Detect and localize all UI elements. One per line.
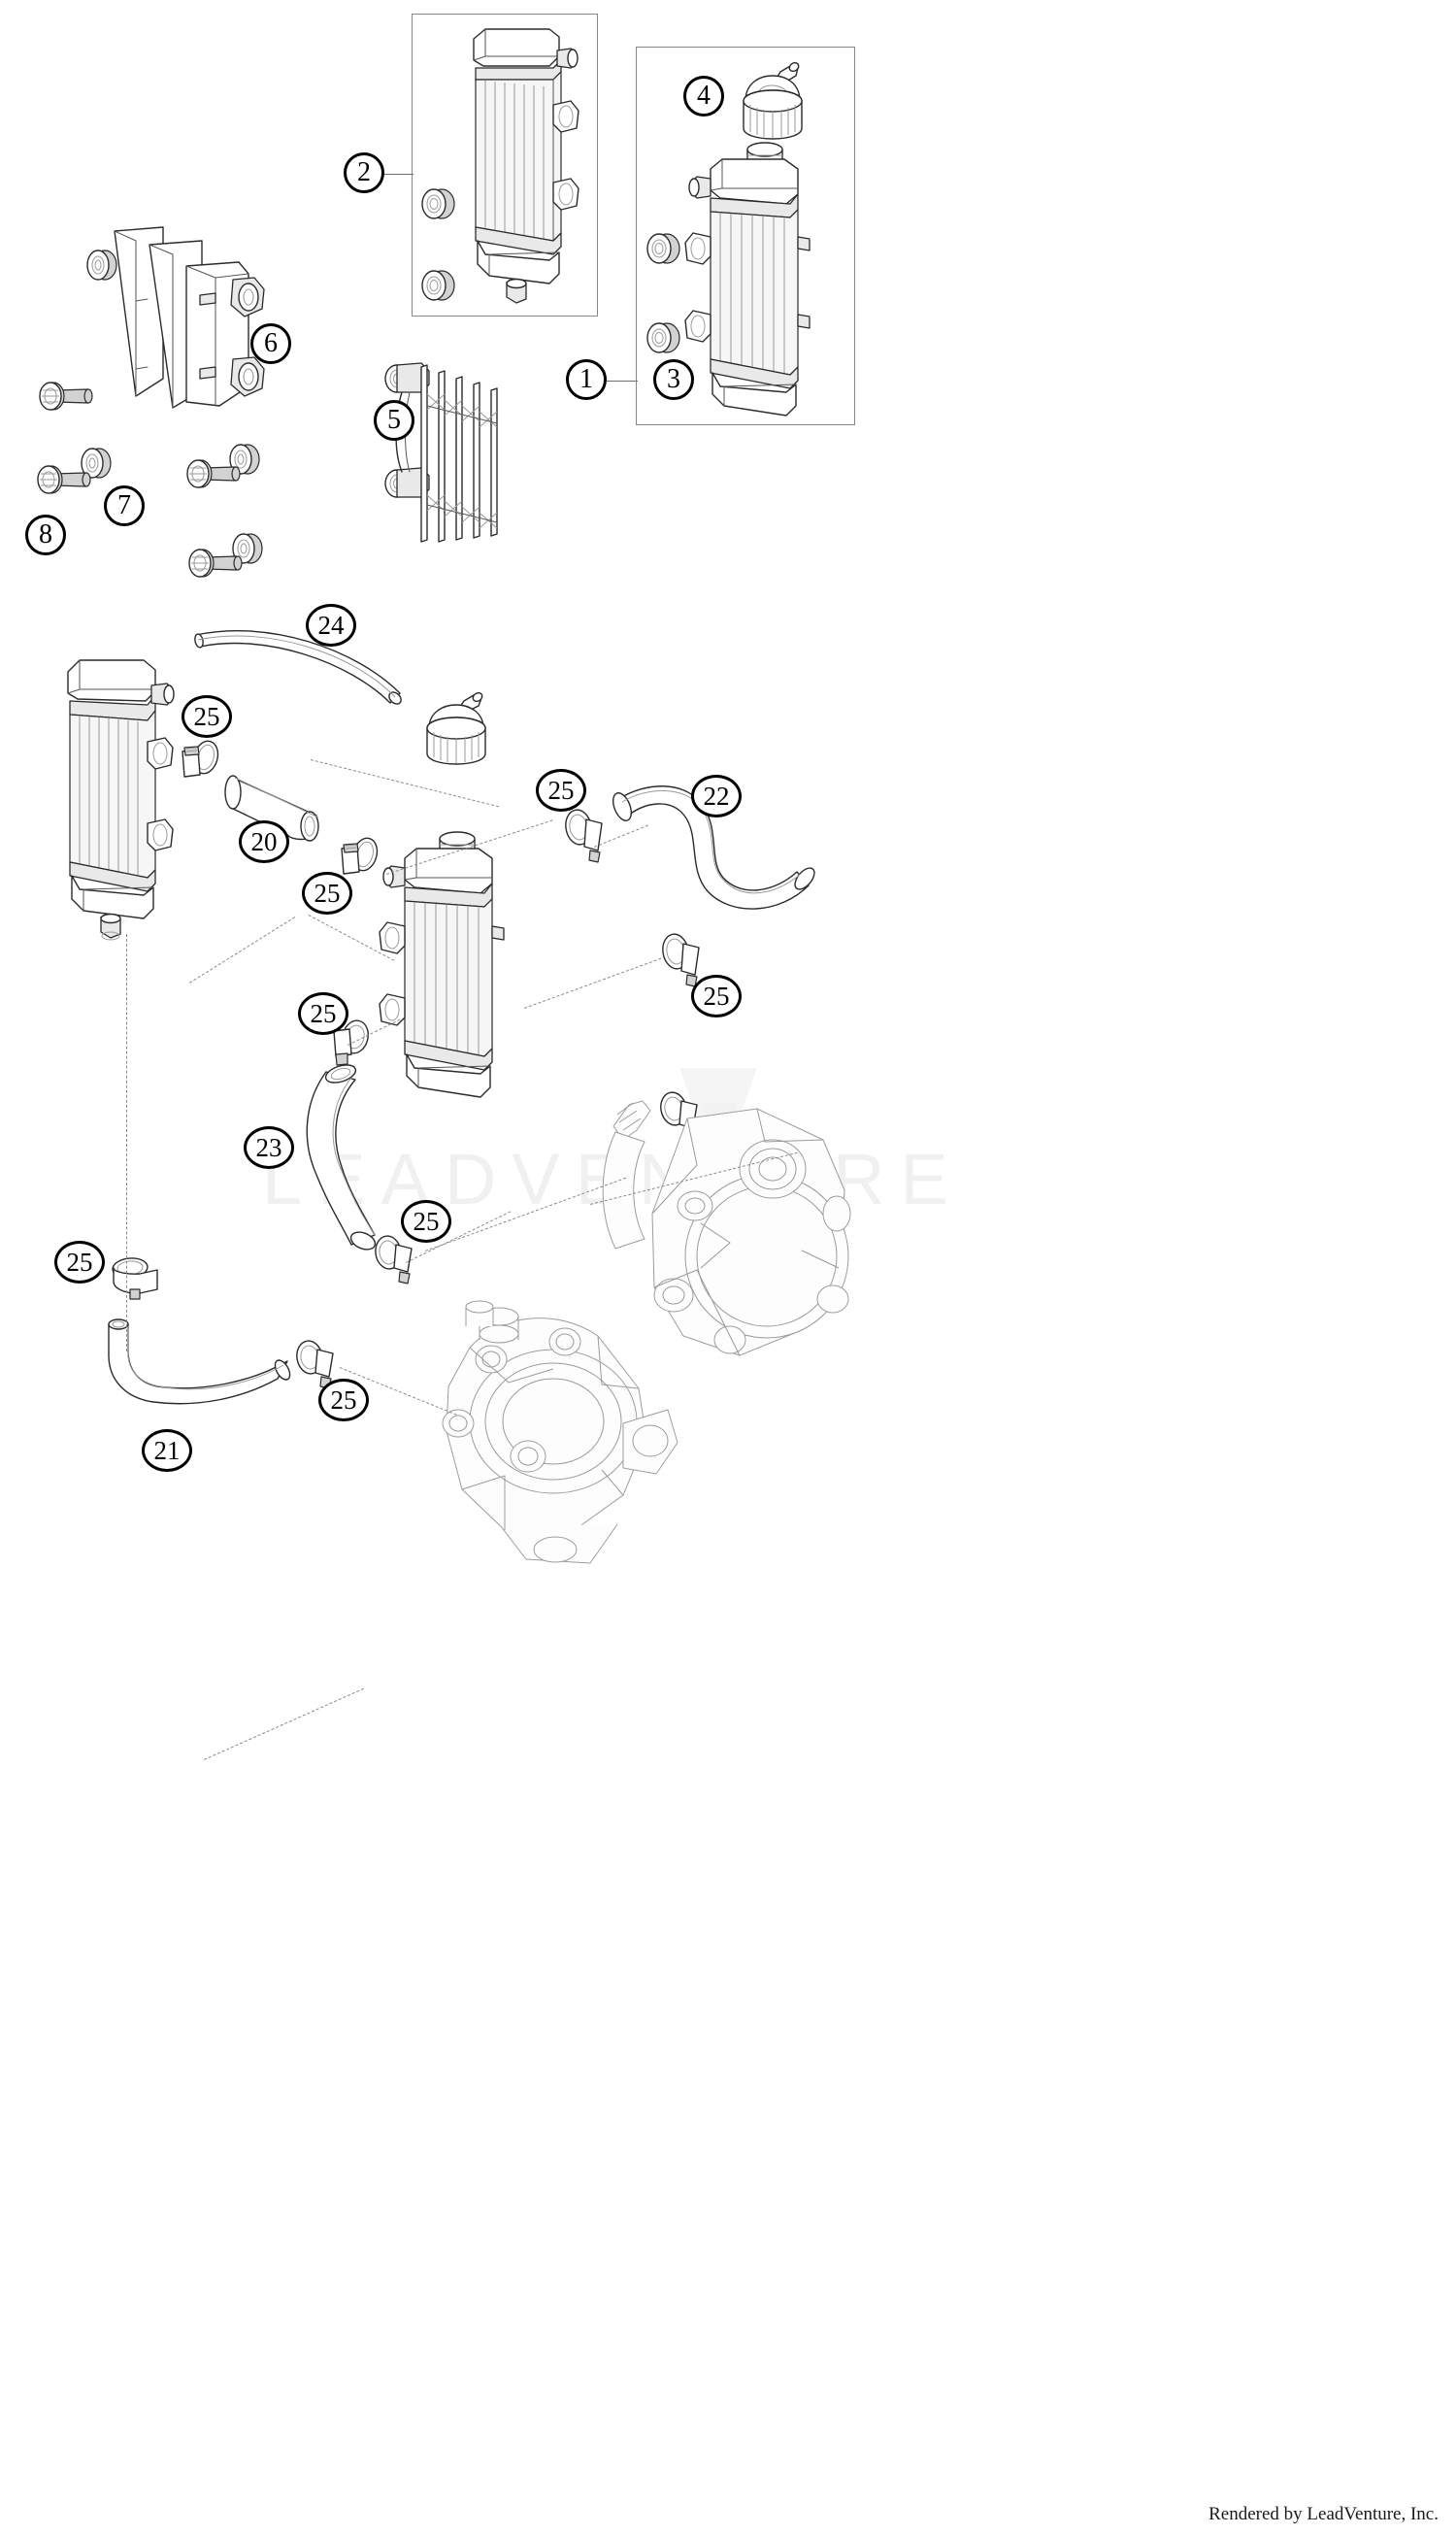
leader-callout-2 [384, 174, 414, 175]
callout-25d: 25 [691, 975, 742, 1017]
callout-label: 21 [153, 1435, 181, 1465]
leader-callout-1 [607, 381, 638, 382]
part-hose-clamp [656, 930, 716, 994]
part-rubber-grommet [645, 320, 682, 355]
callout-label: 24 [317, 610, 345, 640]
callout-label: 25 [310, 998, 337, 1028]
callout-label: 4 [697, 81, 711, 111]
callout-label: 2 [357, 157, 371, 187]
part-spacer-collar [80, 447, 113, 480]
part-curved-hose-lower-mid [291, 1058, 408, 1257]
callout-label: 20 [250, 826, 278, 856]
callout-5: 5 [374, 400, 414, 441]
callout-22: 23 [244, 1126, 294, 1169]
part-collar-screw [184, 458, 247, 489]
callout-label: 25 [413, 1206, 440, 1236]
callout-20: 20 [239, 820, 289, 863]
callout-25g: 25 [54, 1241, 105, 1284]
callout-25c: 25 [536, 769, 586, 812]
part-hose-clamp [322, 1016, 382, 1076]
callout-3: 3 [653, 359, 694, 400]
part-rubber-grommet [420, 186, 457, 221]
callout-25h: 25 [318, 1379, 369, 1421]
callout-label: 25 [66, 1247, 93, 1277]
callout-label: 23 [255, 1132, 282, 1162]
callout-25b: 25 [302, 872, 352, 915]
callout-label: 1 [579, 364, 593, 394]
callout-7: 7 [104, 485, 145, 526]
callout-1: 1 [566, 359, 607, 400]
callout-label: 7 [117, 490, 131, 520]
part-radiator-cap-lower [414, 689, 501, 767]
part-hose-clamp [332, 835, 386, 887]
part-radiator-cap [730, 58, 817, 141]
part-radiator-louver [379, 359, 514, 544]
part-hose-clamp [107, 1251, 173, 1305]
callout-6: 6 [250, 323, 291, 364]
callout-25f: 25 [401, 1200, 451, 1243]
part-radiator-left-lower [50, 652, 191, 944]
callout-label: 3 [667, 364, 680, 394]
callout-2: 2 [344, 152, 384, 193]
callout-label: 25 [547, 775, 575, 805]
part-collar-screw [186, 548, 248, 579]
callout-label: 25 [330, 1384, 357, 1415]
part-curved-hose-upper-right [607, 777, 825, 917]
callout-label: 6 [264, 328, 278, 358]
callout-label: 22 [703, 781, 730, 811]
part-collar-screw [35, 464, 97, 495]
part-hose-clamp [367, 1233, 427, 1293]
callout-4: 4 [683, 76, 724, 117]
part-rubber-grommet [645, 231, 682, 266]
part-collar-screw [37, 381, 99, 412]
leader-dash [189, 917, 296, 984]
part-radiator-mid-lower [379, 831, 529, 1100]
callout-label: 5 [387, 405, 401, 435]
callout-8: 8 [25, 515, 66, 555]
part-cylinder-head [408, 1295, 679, 1567]
part-hose-clamp [173, 738, 227, 790]
group-frame-right-radiator [636, 47, 855, 425]
callout-label: 25 [703, 981, 730, 1011]
callout-23: 21 [142, 1429, 192, 1472]
callout-24: 24 [306, 604, 356, 647]
callout-label: 8 [39, 519, 52, 550]
part-curved-hose-lower-left [97, 1313, 306, 1419]
rendered-by-footer: Rendered by LeadVenture, Inc. [1208, 2504, 1439, 2524]
part-radiator-protector [107, 223, 272, 432]
leader-centreline-vertical [126, 934, 127, 1351]
group-frame-left-radiator [412, 14, 598, 317]
callout-25a: 25 [182, 695, 232, 738]
part-spacer-collar [85, 249, 118, 282]
part-hose-clamp [559, 806, 619, 870]
callout-label: 25 [314, 878, 341, 908]
leader-dash [204, 1687, 364, 1760]
leader-dash [524, 957, 662, 1009]
part-radiator-left [456, 21, 592, 304]
callout-label: 25 [193, 701, 220, 731]
part-radiator-right [684, 142, 835, 420]
part-overflow-hose [190, 621, 414, 709]
callout-21: 22 [691, 775, 742, 817]
callout-25e: 25 [298, 992, 348, 1035]
part-straight-hose [221, 767, 338, 845]
part-rubber-grommet [420, 268, 457, 303]
